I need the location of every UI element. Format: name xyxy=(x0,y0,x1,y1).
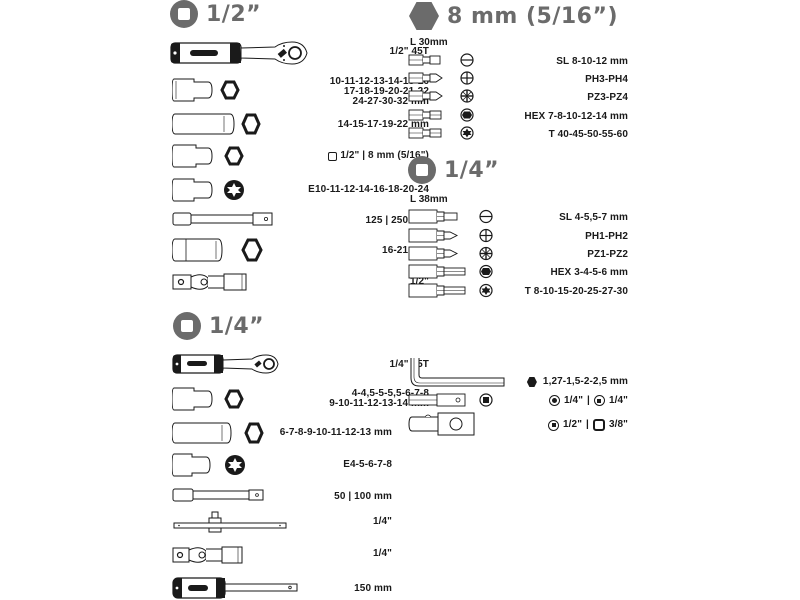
square-drive-icon xyxy=(328,151,338,161)
item-label-multiline: 4-4,5-5-5,5-6-7-8 9-10-11-12-13-14 mm xyxy=(329,388,429,409)
item-label: T 8-10-15-20-25-27-30 xyxy=(524,286,628,297)
torx-bit-icon xyxy=(408,126,478,140)
item-label: PZ1-PZ2 xyxy=(587,249,628,260)
torx-bit-icon xyxy=(408,283,498,298)
item-label: SL 8-10-12 mm xyxy=(556,56,628,67)
item-label: 50 | 100 mm xyxy=(334,491,392,502)
item-label: E4-5-6-7-8 xyxy=(343,459,392,470)
item-label: HEX 7-8-10-12-14 mm xyxy=(524,111,628,122)
square-drive-icon xyxy=(592,419,605,431)
section-title: 8 mm (5/16”) xyxy=(447,3,618,29)
item-label: HEX 3-4-5-6 mm xyxy=(550,267,628,278)
item-label: 1/2" 45T xyxy=(389,46,429,57)
item-label: 1/4" xyxy=(372,548,392,559)
item-label: 16-21 mm xyxy=(382,245,429,256)
item-label: 125 | 250 mm xyxy=(365,215,429,226)
drive-adapter-icon xyxy=(408,412,478,436)
hex-drive-icon xyxy=(409,2,439,30)
bit-length-label: L 38mm xyxy=(410,194,448,205)
t-bar-icon xyxy=(172,511,292,535)
ratchet-icon xyxy=(170,40,320,66)
item-label-hex-key: 1,27-1,5-2-2,5 mm xyxy=(526,377,628,387)
bit-adapter-icon xyxy=(408,392,498,408)
universal-joint-icon xyxy=(172,543,252,567)
torx-e-socket-icon xyxy=(172,177,247,203)
extension-bar-icon xyxy=(172,210,282,228)
pozidriv-bit-icon xyxy=(408,246,498,261)
item-label: PH3-PH4 xyxy=(585,74,628,85)
ratchet-icon xyxy=(172,352,292,376)
slotted-bit-icon xyxy=(408,209,498,224)
section-header-half-inch: 1/2” xyxy=(170,0,261,28)
section-title: 1/4” xyxy=(444,157,500,183)
item-label: 150 mm xyxy=(354,583,392,594)
hex-key-icon xyxy=(408,358,508,388)
item-label: SL 4-5,5-7 mm xyxy=(559,212,628,223)
hex-shape-icon xyxy=(526,377,537,387)
square-in-circle-icon xyxy=(548,419,559,431)
adapter-socket-icon xyxy=(172,143,247,169)
bit-length-label: L 30mm xyxy=(410,37,448,48)
slotted-bit-icon xyxy=(408,53,478,67)
square-drive-icon xyxy=(170,0,198,28)
hex-bit-icon xyxy=(408,108,478,122)
item-label: 1/4" 45T xyxy=(389,359,429,370)
phillips-bit-icon xyxy=(408,71,478,85)
section-title: 1/2” xyxy=(206,1,262,27)
extension-bar-icon xyxy=(172,487,282,503)
item-label: PH1-PH2 xyxy=(585,231,628,242)
square-drive-icon xyxy=(173,312,201,340)
item-label: 14-15-17-19-22 mm xyxy=(337,119,429,130)
item-label: PZ3-PZ4 xyxy=(587,92,628,103)
section-header-quarter-inch: 1/4” xyxy=(173,312,264,340)
item-label: E10-11-12-14-16-18-20-24 xyxy=(308,184,429,195)
square-drive-icon xyxy=(408,156,436,184)
item-label-adapter: 1/2" | 8 mm (5/16") xyxy=(328,151,429,161)
hex-bit-icon xyxy=(408,264,498,279)
item-label: 1/4" xyxy=(372,516,392,527)
deep-socket-icon xyxy=(172,419,267,447)
item-label: 6-7-8-9-10-11-12-13 mm xyxy=(279,427,392,438)
universal-joint-icon xyxy=(172,270,252,294)
hex-in-circle-icon xyxy=(549,395,560,406)
deep-socket-icon xyxy=(172,110,267,138)
spark-plug-socket-icon xyxy=(172,236,267,264)
phillips-bit-icon xyxy=(408,228,498,243)
item-label: 1/2" xyxy=(409,276,429,287)
screwdriver-handle-icon xyxy=(172,576,302,600)
section-header-8mm-bits: 8 mm (5/16”) xyxy=(409,2,618,30)
item-label: T 40-45-50-55-60 xyxy=(548,129,628,140)
socket-hex-icon xyxy=(172,76,247,104)
section-header-quarter-bits: 1/4” xyxy=(408,156,499,184)
square-in-circle-icon xyxy=(593,395,605,406)
item-label-drive-adapter: 1/2" | 3/8" xyxy=(548,419,628,431)
item-label-multiline: 10-11-12-13-14-15-16 17-18-19-20-21-22 2… xyxy=(329,76,429,107)
torx-e-socket-icon xyxy=(172,452,247,478)
socket-hex-icon xyxy=(172,385,247,413)
section-title: 1/4” xyxy=(209,313,265,339)
pozidriv-bit-icon xyxy=(408,89,478,103)
item-label-bit-adapter: 1/4" | 1/4" xyxy=(549,395,628,406)
